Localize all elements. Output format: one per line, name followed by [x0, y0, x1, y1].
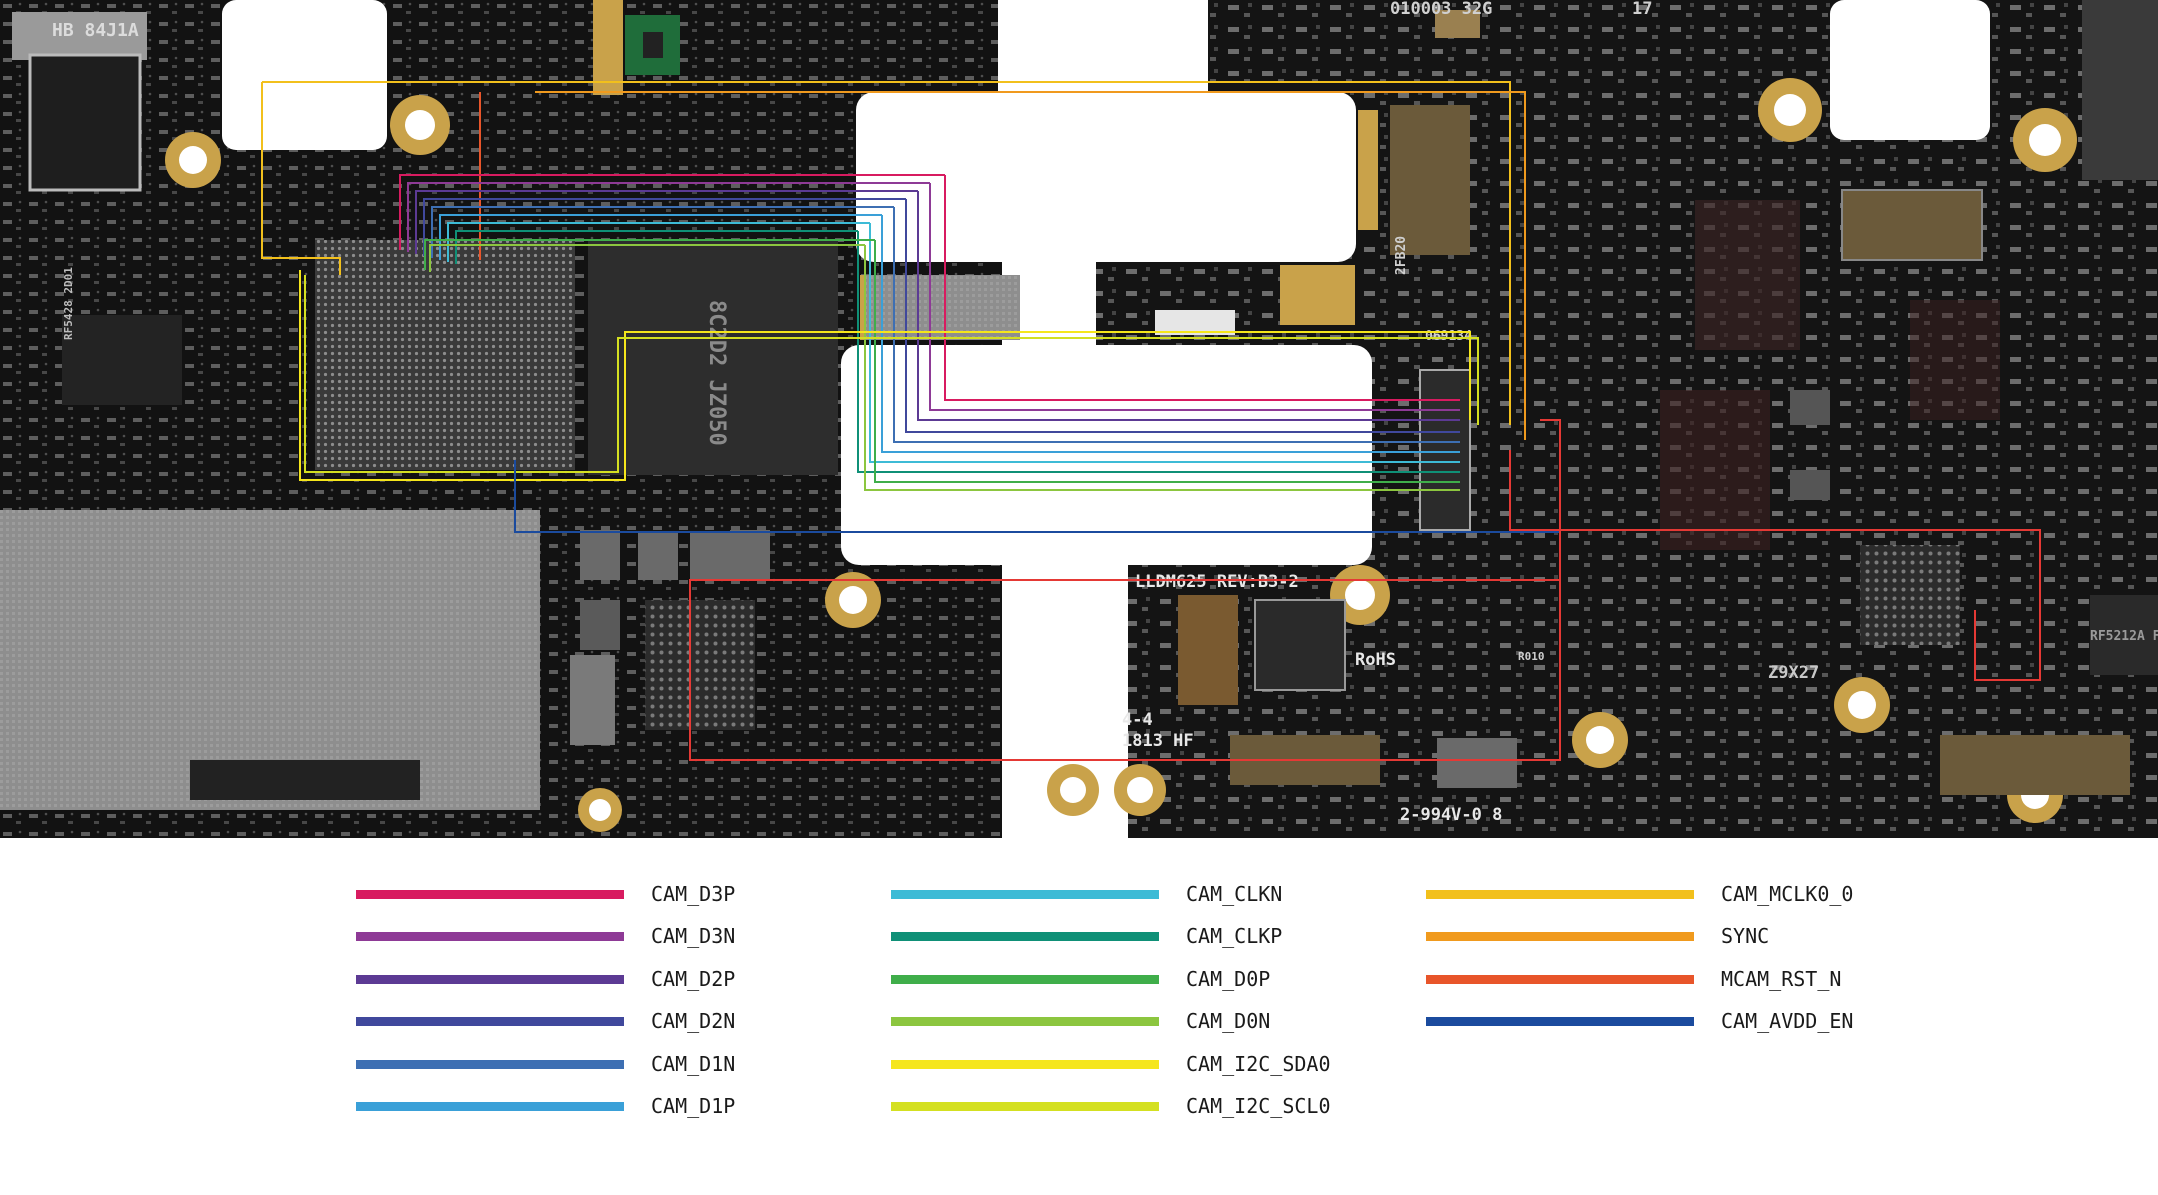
trace-d3n-b — [929, 183, 1460, 411]
legend: CAM_D3P CAM_D3N CAM_D2P CAM_D2N CAM_D1N CAM_D… — [0, 880, 2158, 1195]
components-left — [0, 12, 1517, 810]
legend-swatch — [1426, 890, 1694, 899]
legend-item: CAM_AVDD_EN — [1426, 1009, 1906, 1039]
silk-rohs-label: RoHS — [1355, 650, 1396, 670]
legend-swatch — [1426, 932, 1694, 941]
trace-d0p — [424, 239, 875, 270]
legend-item: CAM_CLKP — [891, 924, 1371, 954]
trace-d1n-b — [893, 207, 1460, 443]
legend-swatch — [1426, 975, 1694, 984]
legend-item: CAM_D0N — [891, 1009, 1371, 1039]
legend-label: CAM_CLKP — [1186, 924, 1283, 948]
silk-top-left-chip: HB 84J1A — [52, 20, 139, 41]
legend-label: CAM_D3P — [651, 882, 736, 906]
legend-item: CAM_D3N — [356, 924, 836, 954]
trace-d3n — [407, 182, 930, 252]
legend-label: CAM_D0N — [1186, 1009, 1271, 1033]
legend-label: CAM_D1P — [651, 1094, 736, 1118]
legend-swatch — [891, 932, 1159, 941]
trace-d2n — [423, 198, 906, 256]
silk-resistor-label: R010 — [1518, 650, 1545, 663]
trace-red-2 — [1509, 450, 2041, 681]
silk-chip-code-left: RF5428 2D01 — [62, 267, 75, 340]
trace-d3p — [399, 174, 945, 250]
trace-clkp — [455, 230, 858, 264]
legend-label: CAM_MCLK0_0 — [1721, 882, 1854, 906]
legend-item: CAM_D2N — [356, 1009, 836, 1039]
legend-swatch — [356, 932, 624, 941]
legend-item: CAM_D0P — [891, 967, 1371, 997]
silk-right-code: Z9X27 — [1768, 663, 1819, 683]
legend-label: CAM_D3N — [651, 924, 736, 948]
trace-red-1 — [689, 419, 1561, 761]
trace-d2p — [415, 190, 918, 254]
trace-overlay — [261, 81, 2041, 761]
legend-item: CAM_D1P — [356, 1094, 836, 1124]
legend-label: CAM_I2C_SCL0 — [1186, 1094, 1331, 1118]
trace-d0n — [429, 244, 865, 272]
legend-swatch — [891, 1017, 1159, 1026]
silk-rev-label: LLDM625 REV:B3-2 — [1135, 572, 1299, 592]
trace-d0p-b — [874, 240, 1460, 483]
legend-item: CAM_D2P — [356, 967, 836, 997]
components-right — [1435, 0, 2158, 795]
trace-cam-mclk0 — [261, 82, 341, 275]
legend-swatch — [891, 975, 1159, 984]
trace-sda — [299, 270, 1471, 481]
silk-date-label-1: 4-4 — [1122, 710, 1153, 730]
trace-d2p-b — [917, 191, 1460, 421]
legend-item: CAM_I2C_SDA0 — [891, 1052, 1371, 1082]
legend-swatch — [891, 890, 1159, 899]
legend-item: SYNC — [1426, 924, 1906, 954]
silk-bottom-code: 2-994V-0 8 — [1400, 805, 1502, 825]
trace-clkn-b — [869, 223, 1460, 463]
silk-mid-ic-label-1: 2FB20 — [1394, 236, 1409, 275]
legend-label: CAM_D2P — [651, 967, 736, 991]
legend-item: CAM_I2C_SCL0 — [891, 1094, 1371, 1124]
legend-swatch — [356, 1017, 624, 1026]
legend-label: CAM_AVDD_EN — [1721, 1009, 1854, 1033]
silk-chip-code-mid: 8C2D2 JZ050 — [704, 300, 729, 446]
trace-d1p-b — [881, 215, 1460, 453]
trace-d0n-b — [864, 245, 1460, 491]
legend-swatch — [891, 1102, 1159, 1111]
legend-item: MCAM_RST_N — [1426, 967, 1906, 997]
pcb-board-diagram: HB 84J1A 010003 32G 17 LLDM625 REV:B3-2 … — [0, 0, 2158, 845]
legend-swatch — [1426, 1017, 1694, 1026]
silk-top-mid-code: 010003 32G — [1390, 0, 1492, 19]
legend-item: CAM_D3P — [356, 882, 836, 912]
trace-cam-mclk0-main — [262, 81, 1511, 425]
legend-swatch — [891, 1060, 1159, 1069]
legend-label: MCAM_RST_N — [1721, 967, 1842, 991]
legend-label: CAM_D1N — [651, 1052, 736, 1076]
legend-swatch — [356, 1060, 624, 1069]
silk-date-label-2: 1813 HF — [1122, 731, 1194, 751]
trace-clkn — [447, 222, 870, 262]
legend-label: CAM_D2N — [651, 1009, 736, 1033]
legend-item: CAM_D1N — [356, 1052, 836, 1082]
legend-item: CAM_MCLK0_0 — [1426, 882, 1906, 912]
legend-item: CAM_CLKN — [891, 882, 1371, 912]
legend-label: CAM_CLKN — [1186, 882, 1283, 906]
legend-swatch — [356, 890, 624, 899]
silkscreen-text: HB 84J1A 010003 32G 17 LLDM625 REV:B3-2 … — [52, 0, 2158, 825]
legend-label: CAM_D0P — [1186, 967, 1271, 991]
trace-d3p-b — [944, 175, 1460, 401]
trace-scl — [304, 275, 1479, 473]
legend-swatch — [356, 975, 624, 984]
trace-clkp-b — [857, 231, 1460, 473]
legend-swatch — [356, 1102, 624, 1111]
trace-d2n-b — [905, 199, 1460, 433]
board-cutouts — [222, 0, 1990, 150]
trace-sync — [535, 91, 1526, 440]
legend-label: CAM_I2C_SDA0 — [1186, 1052, 1331, 1076]
silk-top-mid-num: 17 — [1632, 0, 1652, 19]
legend-label: SYNC — [1721, 924, 1770, 948]
silk-chip-code-right: RF5212A F14YS2P — [2090, 629, 2158, 644]
